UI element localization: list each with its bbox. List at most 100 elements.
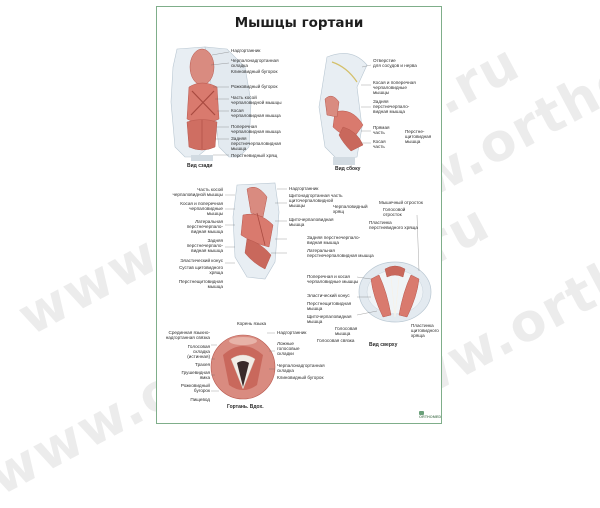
label-lateral-crico: Латеральная [195, 219, 223, 224]
anatomy-poster: Мышцы гортани [156, 6, 442, 424]
label-transverse-arytenoid-2: черпаловидная мышца [231, 129, 281, 134]
label-posterior-cricoarytenoid-3: мышца [231, 146, 247, 151]
label-thyroepiglottic: Щитонадгортанная часть [289, 193, 343, 198]
label-lat-posterior-crico-2: перстнечерпало- [186, 243, 223, 248]
label-lateral-crico-3: видная мышца [191, 229, 223, 234]
label-thyroid-lamina-3: хряща [411, 333, 425, 338]
label-top-thyroarytenoid: Щиточерпаловидная [307, 314, 352, 319]
label-scope-epiglottis: Надгортанник [277, 330, 307, 335]
label-cricothyroid-3: мышца [405, 139, 421, 144]
label-vocal-fold-2: складка [193, 349, 210, 354]
label-arytenoid-muscles-2: черпаловидные [373, 85, 407, 90]
label-scope-aryepiglottic-2: складка [277, 368, 294, 373]
label-corniculate-tubercle: Рожковидный бугорок [231, 84, 278, 89]
label-top-arytenoid: Поперечная и косая [307, 274, 350, 279]
logo-text: ORTHOMED [419, 415, 442, 419]
label-lat-oblique-part: Часть косой [197, 187, 223, 192]
label-scope-corniculate: Рожковидный [180, 383, 210, 388]
label-top-elastic-cone: Эластический конус [307, 293, 350, 298]
label-vocal-process: Голосовой [383, 207, 406, 212]
label-thyroarytenoid: Щиточерпаловидная [289, 217, 334, 222]
label-cricothyroid: Перстне- [405, 129, 425, 134]
label-lat-posterior-right-2: видная мышца [307, 240, 339, 245]
label-elastic-cone: Эластический конус [180, 258, 223, 263]
larynx-back-view-illustration [170, 46, 252, 161]
label-tongue-root: Корень языка [237, 321, 267, 326]
label-median-ligament: Срединная языкно- [168, 330, 211, 335]
logo-icon [419, 411, 424, 415]
label-straight-part: Прямая [373, 125, 390, 130]
label-vocalis-2: мышца [335, 331, 351, 336]
label-thyroepiglottic-2: щиточерпаловидной [289, 198, 334, 203]
label-muscular-process: Мышечный отросток [379, 200, 423, 205]
label-scope-corniculate-2: бугорок [193, 388, 210, 393]
label-thyroid-joint: Сустав щитовидного [178, 265, 223, 270]
label-false-vocal-folds-2: голосовые [277, 346, 300, 351]
label-vocal-process-2: отросток [383, 212, 402, 217]
label-posterior-cricoarytenoid: Задняя [231, 136, 247, 141]
label-epiglottis: Надгортанник [231, 48, 261, 53]
label-oblique-part-2: черпаловидной мышцы [231, 100, 282, 105]
label-oblique-arytenoid: Косая [231, 108, 244, 113]
label-lat-posterior-right: Задняя перстнечерпало- [307, 235, 361, 240]
label-lat-posterior-crico-3: видная мышца [191, 248, 223, 253]
label-esophagus: Пищевод [190, 397, 210, 402]
label-oblique-part: Часть косой [231, 95, 257, 100]
label-scope-aryepiglottic: Черпалонадгортанная [277, 363, 325, 368]
label-false-vocal-folds-3: складки [277, 351, 294, 356]
label-posterior-crico: Задняя [373, 99, 389, 104]
label-vocal-ligament: Голосовая связка [317, 338, 355, 343]
label-thyroepiglottic-3: мышцы [289, 203, 306, 208]
label-top-arytenoid-2: черпаловидные мышцы [307, 279, 359, 284]
label-cricoid-lamina-2: перстневидного хряща [369, 225, 418, 230]
larynx-side-view-illustration [318, 53, 368, 165]
label-lat-epiglottis: Надгортанник [289, 186, 319, 191]
label-lat-cricothyroid: Перстнещитовидная [178, 279, 223, 284]
caption-laryngoscopy: Гортань. Вдох. [227, 404, 264, 410]
caption-back-view: Вид сзади [187, 163, 213, 169]
label-thyroid-joint-2: хряща [209, 270, 223, 275]
label-arytenoid-muscles: Косая и поперечная [373, 80, 416, 85]
label-oblique-part-side-2: часть [373, 144, 385, 149]
label-transverse-arytenoid: Поперечная [231, 124, 257, 129]
larynx-lateral-illustration [232, 182, 280, 280]
label-top-thyroarytenoid-2: мышца [307, 319, 323, 324]
label-top-cricothyroid: Перстнещитовидная [307, 301, 352, 306]
label-lateral-crico-right-2: перстнечерпаловидная мышца [307, 253, 374, 258]
label-scope-cuneiform: Клиновидный бугорок [277, 375, 324, 380]
caption-side-view: Вид сбоку [335, 166, 361, 172]
label-thyroid-lamina: Пластинка [411, 323, 434, 328]
label-piriform-fossa-2: ямка [199, 375, 210, 380]
label-lat-arytenoid-2: черпаловидные [189, 206, 223, 211]
label-oblique-arytenoid-2: черпаловидная мышца [231, 113, 281, 118]
label-cricoid-lamina: Пластинка [369, 220, 392, 225]
label-cuneiform-tubercle: Клиновидный бугорок [231, 69, 278, 74]
label-posterior-crico-2: перстнечерпало- [373, 104, 410, 109]
label-lat-arytenoid: Косая и поперечная [180, 201, 223, 206]
caption-top-view: Вид сверху [369, 342, 398, 348]
larynx-illustrations [170, 46, 432, 400]
label-arytenoid-muscles-3: мышцы [373, 90, 390, 95]
label-vessel-opening-2: для сосудов и нерва [373, 63, 417, 68]
label-lateral-crico-right: Латеральная [307, 248, 335, 253]
label-aryepiglottic-fold-2: складка [231, 63, 248, 68]
label-piriform-fossa: Грушевидная [181, 370, 210, 375]
label-thyroarytenoid-2: мышца [289, 222, 305, 227]
label-straight-part-2: часть [373, 130, 385, 135]
label-trachea: Трахея [195, 362, 210, 367]
label-arytenoid-cartilage: Черпаловидный [333, 204, 368, 209]
label-top-cricothyroid-2: мышца [307, 306, 323, 311]
label-lat-posterior-crico: Задняя [207, 238, 223, 243]
label-thyroid-lamina-2: щитовидного [411, 328, 439, 333]
label-median-ligament-2: надгортанная связка [165, 335, 210, 340]
larynx-top-view-illustration [358, 261, 432, 323]
label-arytenoid-cartilage-2: хрящ [333, 209, 345, 214]
poster-title: Мышцы гортани [234, 15, 364, 31]
publisher-logo: ORTHOMED [419, 411, 441, 419]
label-vocalis: Голосовая [335, 326, 358, 331]
label-vocal-fold-3: (истинная) [187, 354, 210, 359]
label-vocal-fold: Голосовая [187, 344, 210, 349]
label-lateral-crico-2: перстнечерпало- [186, 224, 223, 229]
label-cricothyroid-2: щитовидная [405, 134, 432, 139]
label-oblique-part-side: Косая [373, 139, 386, 144]
